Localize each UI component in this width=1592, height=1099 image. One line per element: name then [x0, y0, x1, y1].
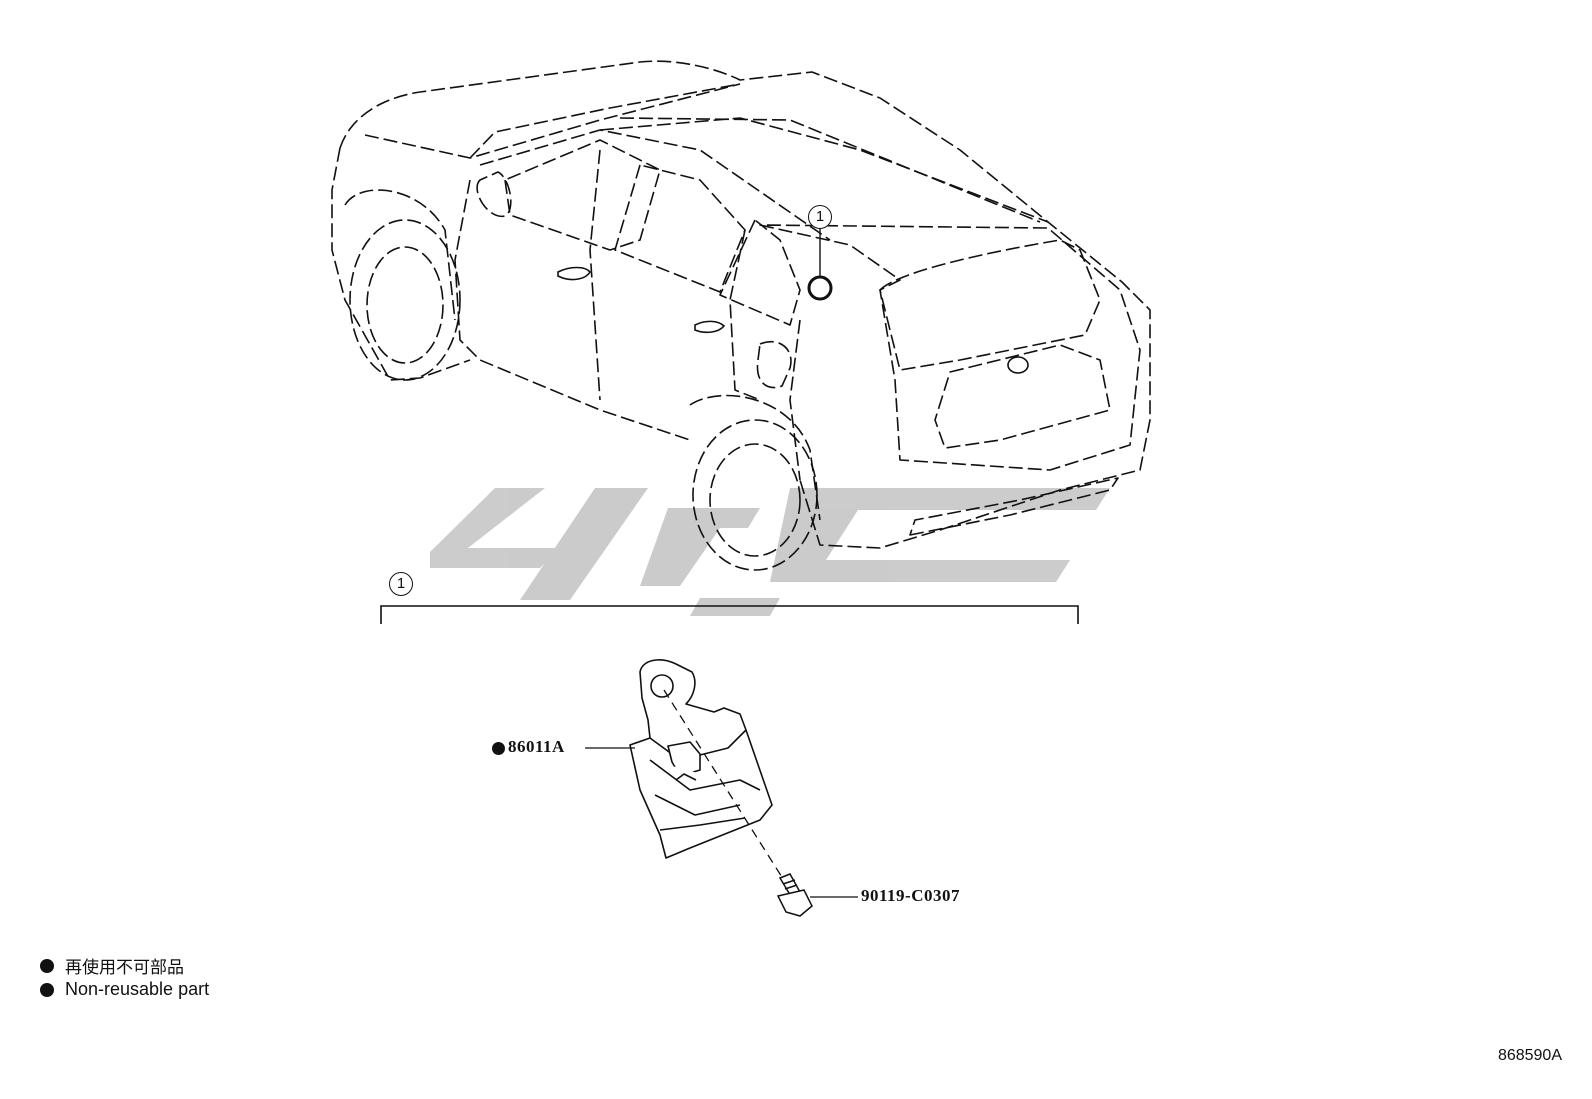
wheel-front — [344, 189, 461, 381]
part-location-marker — [807, 226, 833, 301]
legend-item-japanese: 再使用不可部品 — [40, 953, 184, 978]
legend-text: 再使用不可部品 — [65, 958, 184, 977]
assembly-axis — [663, 689, 786, 883]
part-label-90119-C0307[interactable]: 90119-C0307 — [861, 886, 960, 906]
detail-bracket — [380, 605, 1079, 624]
part-label-86011A[interactable]: 86011A — [492, 737, 565, 757]
part-number-text: 90119-C0307 — [861, 886, 960, 905]
callout-number-vehicle: 1 — [808, 205, 832, 229]
part-number-text: 86011A — [508, 737, 565, 756]
sensor-part-drawing — [629, 659, 773, 859]
legend-item-english: Non-reusable part — [40, 979, 209, 1000]
watermark-logo — [430, 488, 1110, 616]
non-reusable-dot-icon — [492, 741, 505, 755]
door-handles — [557, 266, 1029, 374]
wheel-rear — [689, 394, 821, 571]
bullet-dot-icon — [40, 958, 54, 973]
diagram-code: 868590A — [1497, 1047, 1562, 1064]
vehicle-outline — [331, 60, 1151, 549]
bullet-dot-icon — [40, 982, 54, 997]
bolt-drawing — [776, 873, 813, 917]
legend-text: Non-reusable part — [65, 979, 210, 999]
callout-number-detail: 1 — [389, 572, 413, 596]
